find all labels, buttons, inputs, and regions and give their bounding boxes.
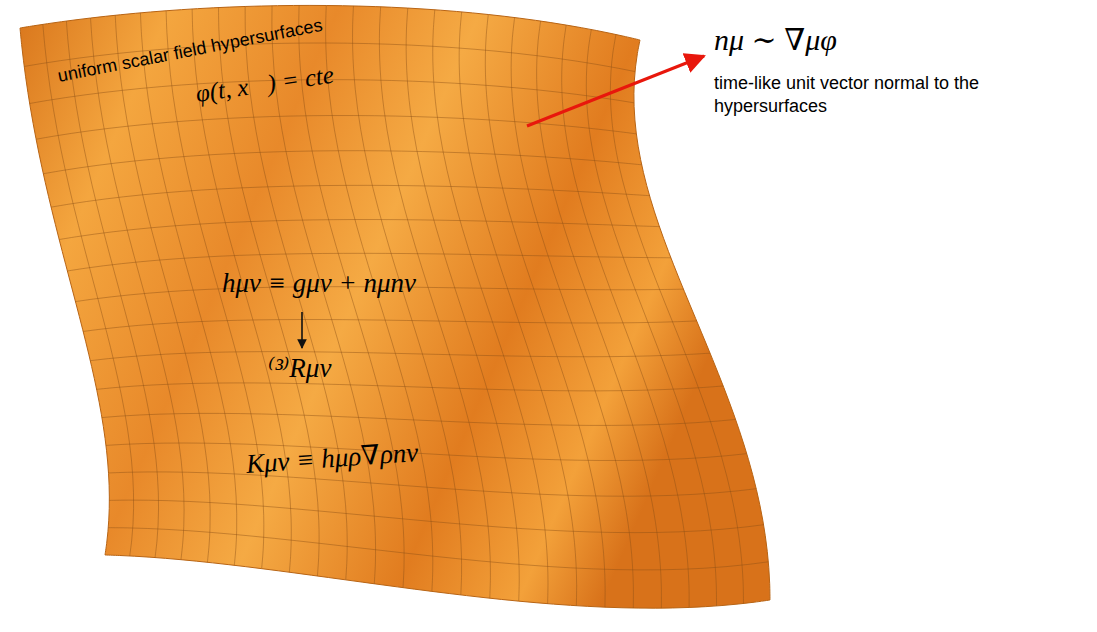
sheet-fill	[20, 5, 770, 608]
induced-metric: hμν ≡ gμν + nμnν	[222, 268, 416, 299]
sheet-grid	[24, 5, 768, 608]
normal-vector-note: time-like unit vector normal to the hype…	[714, 72, 1054, 119]
normal-vector-formula: nμ ∼ ∇μφ	[714, 20, 837, 59]
hypersurface-sheet: uniform scalar field hypersurfacesφ(t, x…	[0, 0, 800, 632]
normal-arrow	[527, 56, 704, 126]
ricci-tensor: ⁽³⁾Rμν	[268, 352, 331, 384]
down-arrow	[301, 312, 303, 348]
sheet-shape	[0, 0, 800, 632]
